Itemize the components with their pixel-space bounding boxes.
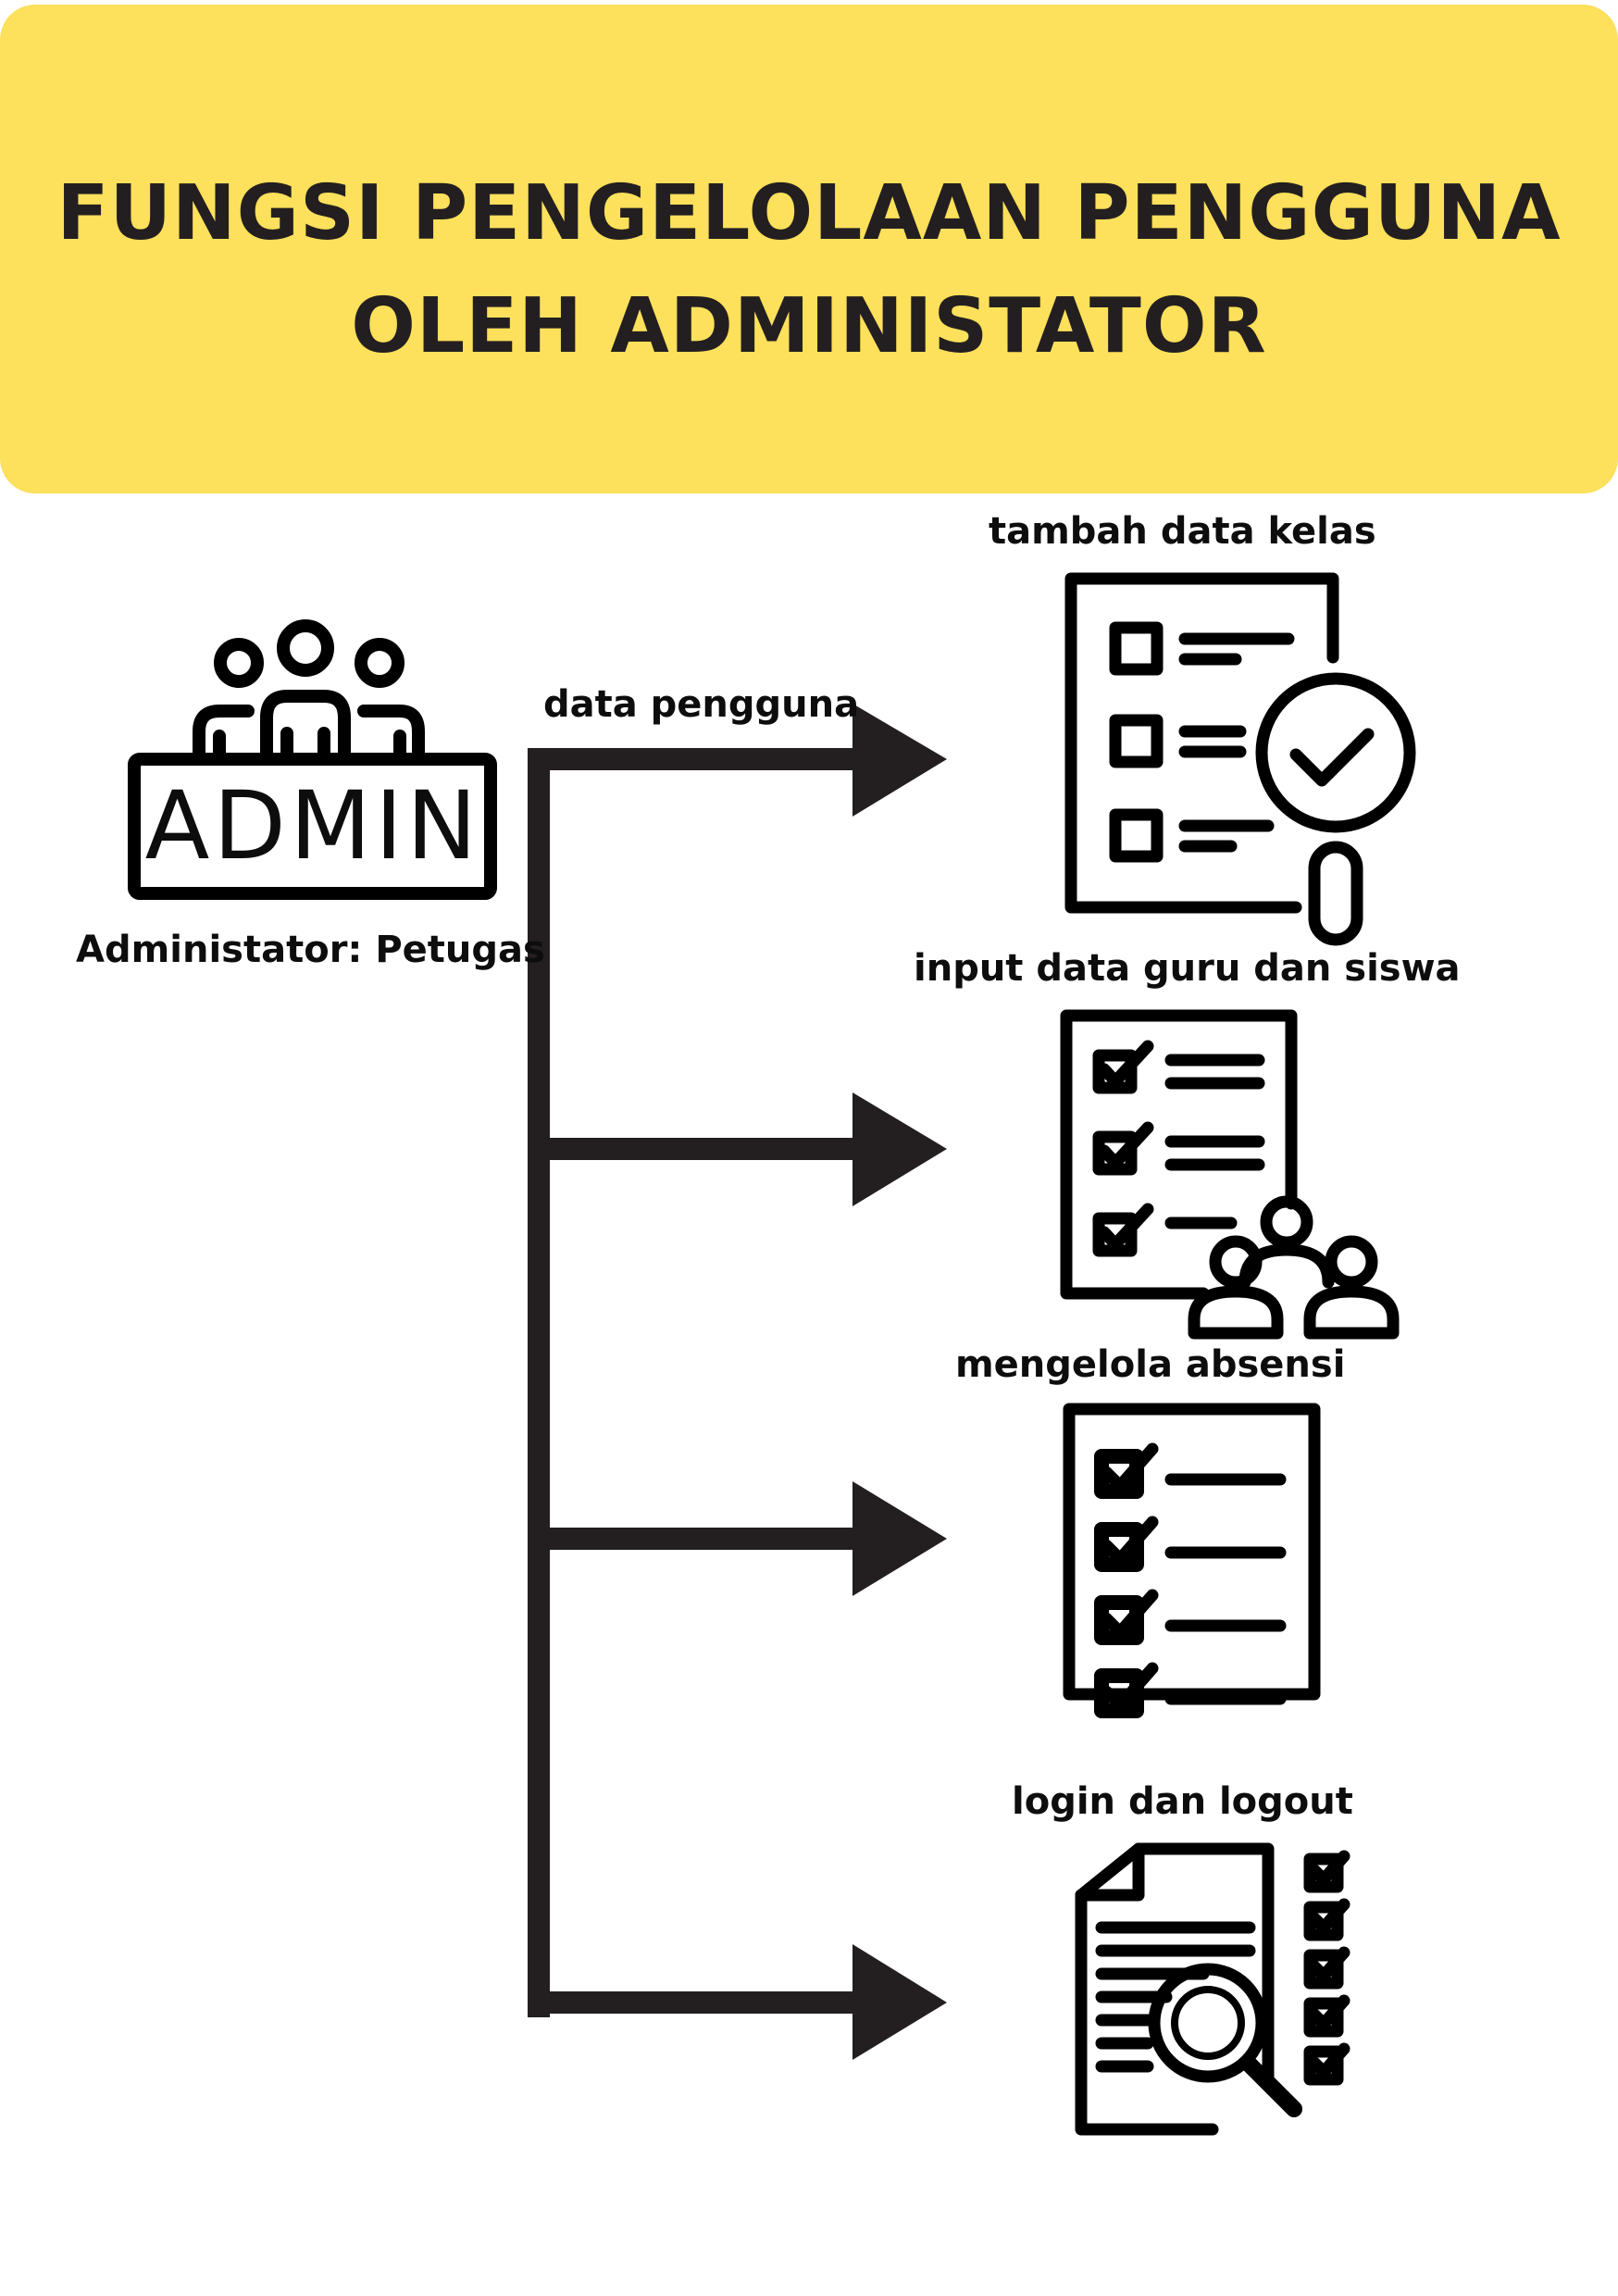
arrow-head-1	[853, 704, 947, 817]
function-label-2: input data guru dan siswa	[914, 947, 1461, 990]
admin-badge-text: ADMIN	[144, 771, 481, 881]
arrow-head-3	[853, 1481, 947, 1596]
connector-label: data pengguna	[543, 683, 860, 726]
function-label-4: login dan logout	[1012, 1780, 1353, 1823]
function-label-1: tambah data kelas	[989, 510, 1376, 553]
arrow-head-4	[853, 1944, 947, 2060]
connector-lines	[528, 704, 947, 2060]
document-search-icon	[1075, 1842, 1350, 2136]
admin-caption: Administator: Petugas	[76, 929, 545, 971]
checklist-magnifier-check-icon	[1064, 572, 1416, 946]
page-title: FUNGSI PENGELOLAAN PENGGUNA OLEH ADMINIS…	[0, 157, 1618, 383]
arrow-head-2	[853, 1092, 947, 1206]
title-banner	[0, 5, 1618, 493]
page-title-line-1: FUNGSI PENGELOLAAN PENGGUNA	[56, 169, 1562, 257]
admin-group-icon	[128, 619, 497, 900]
page-title-line-2: OLEH ADMINISTATOR	[351, 282, 1267, 370]
checklist-users-icon	[1060, 1009, 1400, 1340]
attendance-checklist-icon	[1063, 1403, 1321, 1718]
function-label-3: mengelola absensi	[955, 1343, 1346, 1386]
